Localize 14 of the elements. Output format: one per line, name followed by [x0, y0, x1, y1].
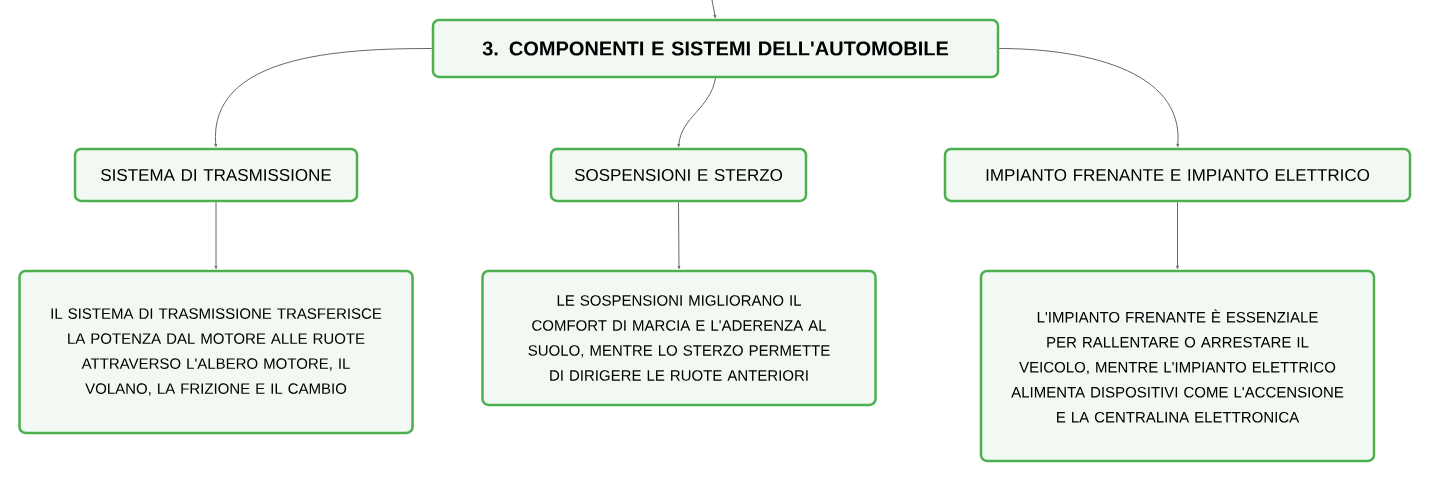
arrow: [998, 48, 1180, 148]
arrow: [214, 201, 218, 270]
arrow: [214, 48, 433, 148]
description-box: L'IMPIANTO FRENANTE È ESSENZIALE PER RALLENTARE O ARRESTARE IL VEICOLO, MENTRE L'IMPIANTO ELETTRICO ALIMENTA DISPOSITIVI COME L'ACCENSIONE E LA CENTRALINA ELETTRONICA: [979, 269, 1376, 463]
topic-box: IMPIANTO FRENANTE E IMPIANTO ELETTRICO: [943, 147, 1412, 203]
description-box: IL SISTEMA DI TRASMISSIONE TRASFERISCE LA POTENZA DAL MOTORE ALLE RUOTE ATTRAVERSO L'ALBERO MOTORE, IL VOLANO, LA FRIZIONE E IL CAMBIO: [18, 269, 414, 435]
topic-box: 3. COMPONENTI E SISTEMI DELL'AUTOMOBILE: [431, 18, 1000, 79]
topic-box: SOSPENSIONI E STERZO: [549, 147, 808, 203]
arrow: [711, 0, 717, 19]
arrow: [1176, 201, 1179, 270]
arrow: [677, 77, 716, 148]
arrow: [677, 201, 681, 270]
description-box: LE SOSPENSIONI MIGLIORANO IL COMFORT DI MARCIA E L'ADERENZA AL SUOLO, MENTRE LO STERZO PERMETTE DI DIRIGERE LE RUOTE ANTERIORI: [481, 269, 877, 407]
topic-box: SISTEMA DI TRASMISSIONE: [73, 147, 359, 203]
